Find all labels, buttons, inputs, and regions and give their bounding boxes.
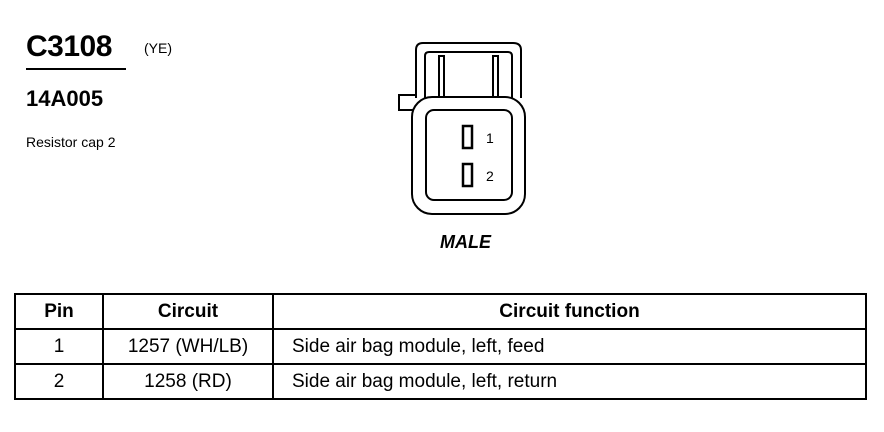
connector-header: C3108 (YE) <box>26 30 172 70</box>
table-row: 2 1258 (RD) Side air bag module, left, r… <box>14 363 867 400</box>
table-row: 1 1257 (WH/LB) Side air bag module, left… <box>14 328 867 365</box>
cell-circuit: 1257 (WH/LB) <box>102 328 274 365</box>
connector-description: Resistor cap 2 <box>26 134 116 150</box>
connector-side-tab <box>398 94 416 111</box>
cell-circuit-function: Side air bag module, left, return <box>272 363 867 400</box>
pinout-table: Pin Circuit Circuit function 1 1257 (WH/… <box>14 293 867 400</box>
connector-gender-label: MALE <box>440 232 491 252</box>
cell-circuit-function: Side air bag module, left, feed <box>272 328 867 365</box>
table-header-row: Pin Circuit Circuit function <box>14 293 867 330</box>
latch-prong-right <box>492 55 499 99</box>
cell-pin: 1 <box>14 328 104 365</box>
part-number: 14A005 <box>26 86 104 111</box>
pin-label-1: 1 <box>486 130 494 146</box>
latch-prong-left <box>438 55 445 99</box>
header-pin: Pin <box>14 293 104 330</box>
pin-label-2: 2 <box>486 168 494 184</box>
header-circuit-function: Circuit function <box>272 293 867 330</box>
connector-face-diagram: 1 2 <box>398 42 526 215</box>
pin-cavity-2 <box>461 162 474 188</box>
connector-color-code: (YE) <box>144 40 172 56</box>
connector-body-inner <box>425 109 513 201</box>
connector-latch-inner-outline <box>424 51 513 98</box>
pin-cavity-1 <box>461 124 474 150</box>
connector-id: C3108 <box>26 30 126 70</box>
cell-circuit: 1258 (RD) <box>102 363 274 400</box>
header-circuit: Circuit <box>102 293 274 330</box>
cell-pin: 2 <box>14 363 104 400</box>
connector-body-outer <box>411 96 526 215</box>
connector-latch-outline <box>415 42 522 98</box>
